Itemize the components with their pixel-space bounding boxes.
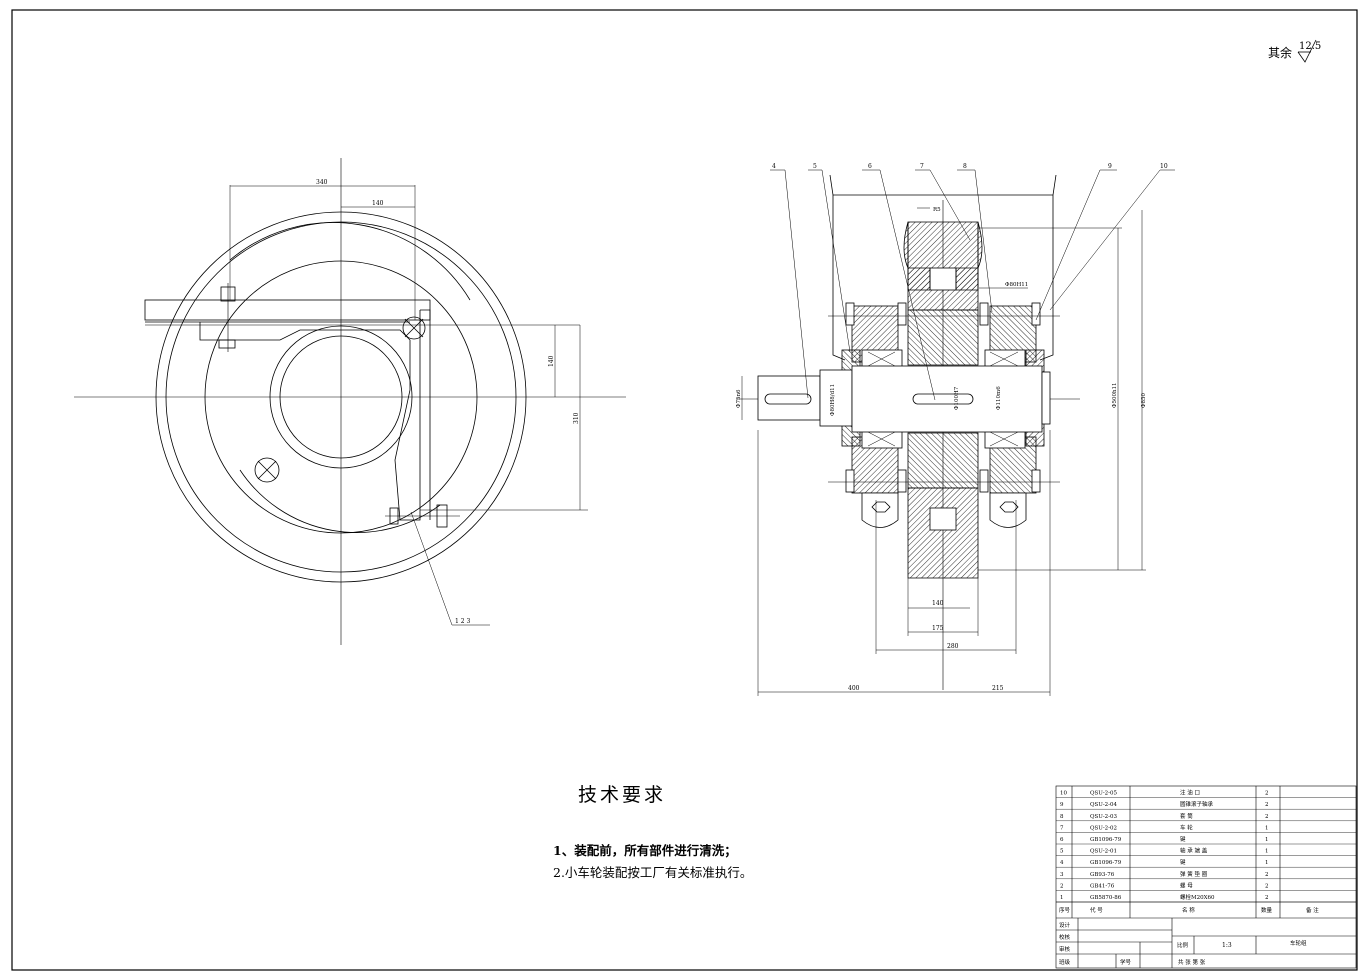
border (11, 9, 1358, 971)
dim-400: 400 (848, 685, 860, 692)
tb-design: 设计 (1059, 921, 1071, 929)
bom-cell-code: QSU-2-02 (1090, 825, 1117, 831)
bom-cell-qty: 1 (1265, 849, 1269, 855)
dim-310: 310 (573, 412, 580, 424)
bom-header-no: 序号 (1059, 906, 1071, 914)
bom-cell-qty: 1 (1265, 825, 1269, 831)
balloon-6: 6 (868, 163, 872, 170)
tb-check: 校核 (1059, 933, 1071, 941)
dim-850: Φ850 (1141, 392, 1147, 408)
tb-scale-label: 比例 (1177, 941, 1189, 949)
dim-215: 215 (992, 685, 1004, 692)
balloon-7: 7 (920, 163, 924, 170)
bom-cell-name: 轴 承 端 盖 (1180, 847, 1208, 855)
tb-scale: 1:3 (1222, 942, 1232, 949)
dim-340: 340 (316, 179, 328, 186)
bom-cell-name: 圆锥滚子轴承 (1180, 800, 1214, 808)
bom-cell-no: 6 (1060, 837, 1064, 843)
bom-cell-code: GB93-76 (1090, 872, 1115, 878)
bom-cell-name: 键 (1180, 858, 1186, 866)
bom-cell-no: 3 (1060, 872, 1064, 878)
dim-500h11: Φ500h11 (1112, 382, 1118, 408)
tb-drawing-name: 车轮组 (1290, 939, 1307, 947)
balloon-10: 10 (1160, 163, 1168, 170)
dim-280: 280 (947, 643, 959, 650)
bom-cell-no: 8 (1060, 814, 1064, 820)
dim-140-section: 140 (932, 600, 944, 607)
bom-cell-no: 5 (1060, 849, 1064, 855)
roughness-label: 其余 (1268, 46, 1293, 60)
bom-cell-qty: 1 (1265, 860, 1269, 866)
dim-80h8-d11: Φ80H8/d11 (830, 384, 836, 416)
leader-label-1-2-3: 1 2 3 (455, 618, 470, 625)
dim-75n6: Φ75n6 (736, 389, 742, 408)
bom-header-name: 名 称 (1182, 906, 1195, 914)
label-r5: R5 (933, 207, 941, 213)
left-view (74, 158, 626, 645)
bom-cell-name: 键 (1180, 835, 1186, 843)
bom-cell-qty: 2 (1265, 872, 1269, 878)
bom-cell-name: 车 轮 (1180, 823, 1193, 831)
bom-cell-name: 套 筒 (1180, 812, 1193, 820)
roughness-value: 12.5 (1299, 41, 1321, 52)
roughness-symbol: 12.5 (1297, 39, 1321, 63)
bom-cell-code: QSU-2-01 (1090, 849, 1117, 855)
bom-cell-qty: 2 (1265, 883, 1269, 889)
bom-cell-code: GB5870-86 (1090, 895, 1122, 901)
bom-cell-no: 1 (1060, 895, 1064, 901)
balloon-9: 9 (1108, 163, 1112, 170)
bom-header-code: 代 号 (1090, 906, 1103, 914)
bom-cell-code: GB1096-79 (1090, 837, 1122, 843)
bom-cell-no: 10 (1060, 791, 1067, 797)
balloon-5: 5 (813, 163, 817, 170)
section-view (737, 169, 1175, 696)
tb-student-no: 学号 (1120, 958, 1132, 966)
bom-cell-code: QSU-2-04 (1090, 802, 1118, 808)
dim-175: 175 (932, 625, 944, 632)
bom-cell-name: 弹 簧 垫 圈 (1180, 870, 1208, 878)
bom-cell-code: GB1096-79 (1090, 860, 1122, 866)
dim-140-vertical: 140 (548, 355, 555, 367)
dim-140: 140 (372, 200, 384, 207)
bom-cell-no: 4 (1060, 860, 1064, 866)
dim-110m6: Φ110m6 (996, 386, 1002, 410)
tb-review: 审核 (1059, 945, 1071, 953)
bom-cell-qty: 2 (1265, 802, 1269, 808)
dim-80h11: Φ80H11 (1005, 282, 1028, 288)
tech-requirement-1: 1、装配前，所有部件进行清洗； (553, 843, 737, 858)
tech-requirement-2: 2.小车轮装配按工厂有关标准执行。 (553, 865, 753, 880)
bom-cell-code: GB41-76 (1090, 883, 1115, 889)
dim-100h7: Φ100H7 (954, 386, 960, 410)
bom-cell-no: 9 (1060, 802, 1064, 808)
bom-cell-name: 注 油 口 (1180, 789, 1200, 797)
bom-cell-name: 螺栓M20X60 (1180, 893, 1215, 901)
bom-cell-code: QSU-2-03 (1090, 814, 1118, 820)
bom-cell-qty: 2 (1265, 791, 1269, 797)
bom-cell-qty: 2 (1265, 814, 1269, 820)
bom-cell-qty: 2 (1265, 895, 1269, 901)
bom-cell-no: 2 (1060, 883, 1064, 889)
bom-cell-name: 螺 母 (1180, 881, 1193, 889)
bom-cell-code: QSU-2-05 (1090, 791, 1118, 797)
tech-requirements-title: 技术要求 (578, 784, 667, 806)
bom-header-qty: 数量 (1261, 906, 1273, 914)
bom-cell-qty: 1 (1265, 837, 1269, 843)
bom-cell-no: 7 (1060, 825, 1064, 831)
bom-header-note: 备 注 (1306, 906, 1319, 914)
balloon-8: 8 (963, 163, 967, 170)
tb-class: 班级 (1059, 958, 1071, 966)
tb-sheets: 共 张 第 张 (1178, 958, 1206, 966)
balloon-4: 4 (772, 163, 776, 170)
